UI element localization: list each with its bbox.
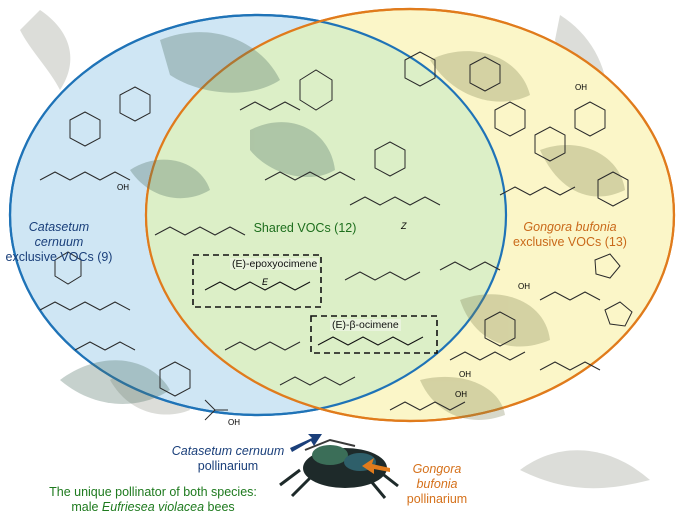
- gongora-pollinarium-word: pollinarium: [406, 492, 468, 506]
- voc-structures-shared: [154, 69, 441, 386]
- structure-oh-label: OH: [117, 183, 129, 192]
- gongora-pollinarium-epithet: bufonia: [416, 477, 458, 491]
- stereo-z-marker: Z: [401, 221, 407, 231]
- structure-oh-label: OH: [575, 83, 587, 92]
- gongora-set-label: Gongora bufonia exclusive VOCs (13): [505, 220, 635, 250]
- stereo-e-marker: E: [262, 277, 269, 287]
- pollinator-suffix: bees: [207, 500, 235, 514]
- gongora-set-outline: [144, 7, 676, 423]
- epoxyocimene-highlight-box: [192, 254, 322, 308]
- catasetum-pollinarium-word: pollinarium: [197, 459, 259, 473]
- bee-illustration: [279, 438, 399, 499]
- shared-region: [146, 15, 506, 415]
- voc-structures-right: [389, 51, 633, 411]
- catasetum-species-name: Catasetum cernuum: [28, 220, 90, 249]
- gongora-species-name: Gongora bufonia: [523, 220, 617, 234]
- catasetum-pollinarium-label: Catasetum cernuum pollinarium: [158, 444, 298, 474]
- pollinator-caption: The unique pollinator of both species: m…: [18, 485, 288, 515]
- voc-structures-left: [39, 86, 228, 421]
- catasetum-pollinarium-arrow: [290, 434, 322, 452]
- ocimene-highlight-box: [310, 315, 438, 354]
- pollinator-prefix: male: [71, 500, 99, 514]
- structure-oh-label: OH: [518, 282, 530, 291]
- pollinator-caption-line1: The unique pollinator of both species:: [49, 485, 257, 499]
- pollinator-caption-line2: male Eufriesea violacea bees: [18, 500, 288, 515]
- catasetum-set-outline: [8, 13, 508, 417]
- gongora-pollinarium-label: Gongora bufonia pollinarium: [392, 462, 482, 507]
- catasetum-set-label: Catasetum cernuum exclusive VOCs (9): [4, 220, 114, 265]
- structure-oh-label: OH: [459, 370, 471, 379]
- catasetum-pollinarium-species: Catasetum cernuum: [171, 444, 285, 458]
- catasetum-exclusive-count: exclusive VOCs (9): [5, 250, 113, 264]
- shared-set-label: Shared VOCs (12): [253, 221, 357, 235]
- orchid-flower-silhouette: [60, 32, 335, 404]
- highlight-structures: [204, 281, 424, 346]
- gongora-flower-silhouette: [420, 51, 625, 420]
- gongora-pollinarium-arrow: [362, 458, 390, 474]
- ocimene-label: (E)-β-ocimene: [330, 319, 401, 331]
- gongora-pollinarium-genus: Gongora: [412, 462, 462, 476]
- structure-oh-label: OH: [228, 418, 240, 427]
- epoxyocimene-label: (E)-epoxyocimene: [230, 258, 320, 270]
- gongora-exclusive-count: exclusive VOCs (13): [513, 235, 627, 249]
- structure-oh-label: OH: [455, 390, 467, 399]
- pollinator-species: Eufriesea violacea: [101, 500, 205, 514]
